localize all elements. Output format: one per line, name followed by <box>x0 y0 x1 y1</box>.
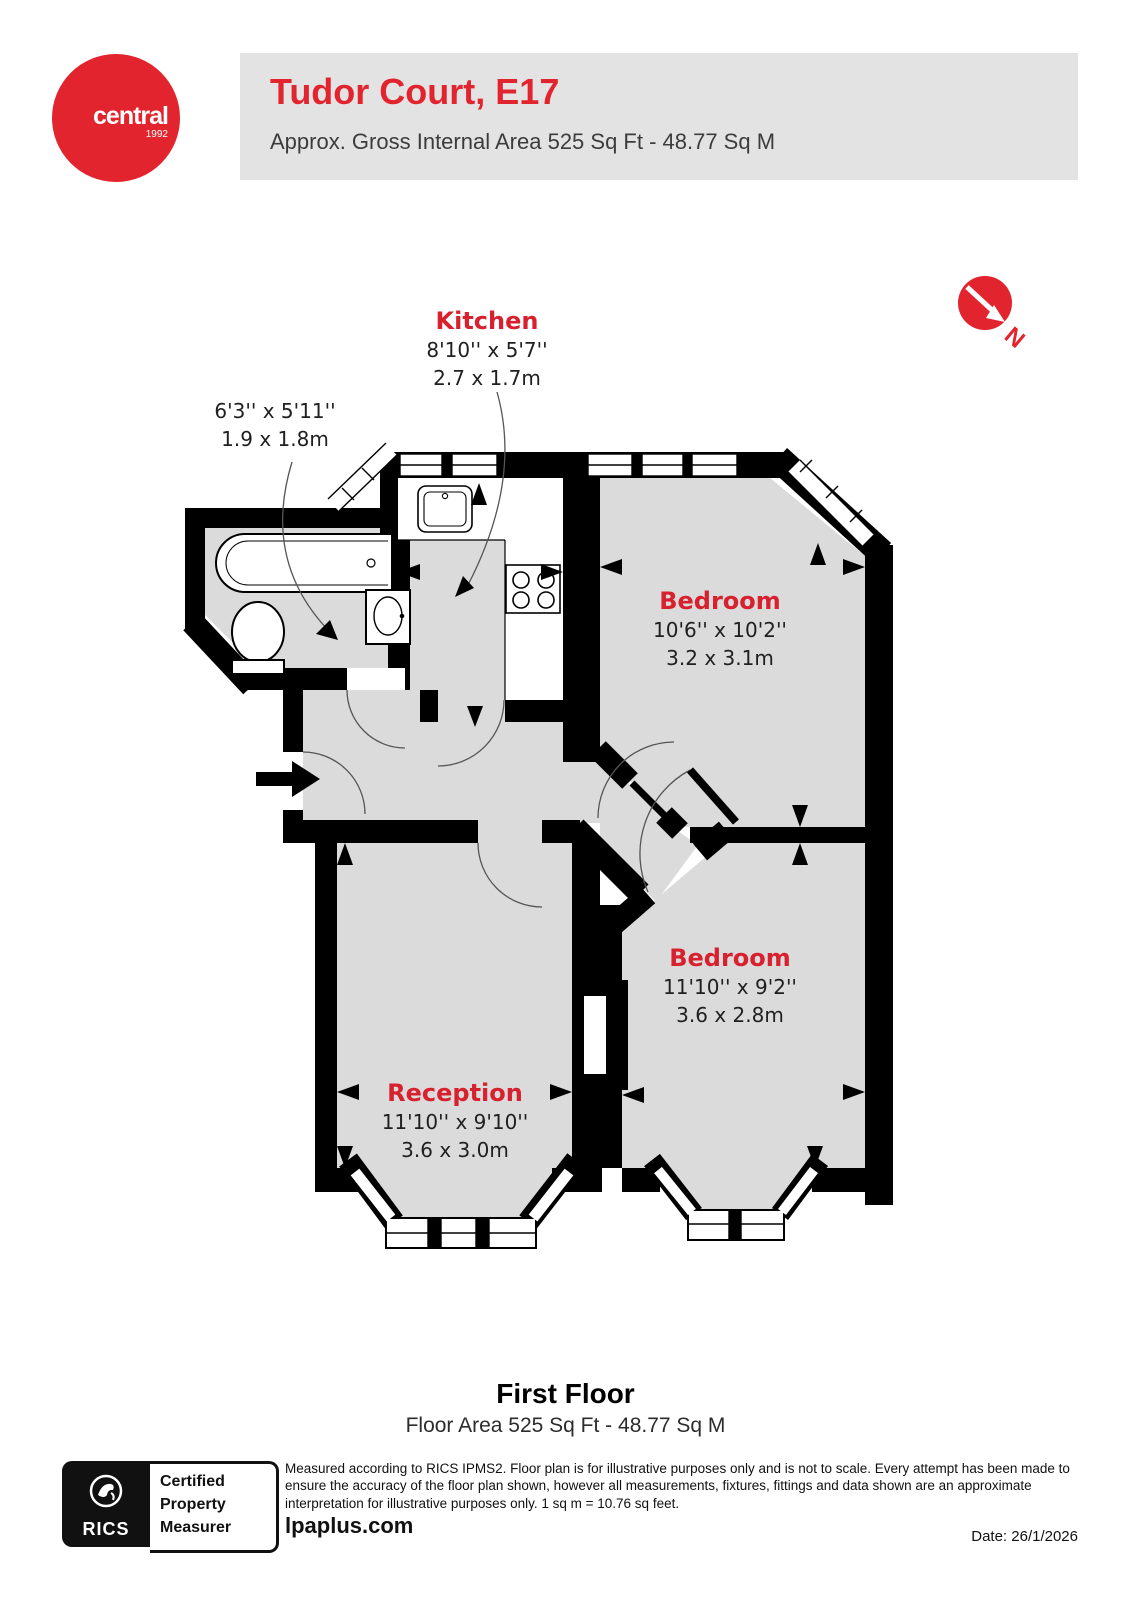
reception-dims-ft: 11'10'' x 9'10'' <box>381 1110 529 1135</box>
reception-dims-m: 3.6 x 3.0m <box>401 1137 509 1162</box>
bathroom-label: 6'3'' x 5'11'' 1.9 x 1.8m <box>175 398 375 453</box>
central-logo: central 1992 <box>52 54 180 182</box>
kitchen-window <box>399 453 498 477</box>
bedroom2-name: Bedroom <box>669 944 791 972</box>
bedroom1-dims-ft: 10'6'' x 10'2'' <box>653 618 787 643</box>
basin <box>365 589 411 645</box>
bedroom2-dims-m: 3.6 x 2.8m <box>676 1002 784 1027</box>
measure-arrows <box>337 483 865 1168</box>
leader-arrowheads <box>316 576 474 640</box>
bedroom1-dims-m: 3.2 x 3.1m <box>666 645 774 670</box>
toilet <box>231 601 285 675</box>
page-title: Tudor Court, E17 <box>270 71 560 112</box>
badge-line2: Property <box>160 1496 226 1514</box>
compass-icon: N <box>958 276 1030 354</box>
reception-bay-windows <box>350 1168 574 1249</box>
room-floors <box>205 478 865 1218</box>
logo-text: central <box>93 102 169 130</box>
bedroom1-name: Bedroom <box>659 587 781 615</box>
rics-badge: RICS Certified Property Measurer <box>62 1461 279 1553</box>
bathroom-dims-m: 1.9 x 1.8m <box>221 426 329 451</box>
kitchen-label: Kitchen 8'10'' x 5'7'' 2.7 x 1.7m <box>387 306 587 392</box>
bedroom2-door-leaf <box>687 767 739 825</box>
door-arcs <box>302 689 691 908</box>
bedroom1-floor <box>600 478 865 827</box>
reception-name: Reception <box>387 1079 523 1107</box>
logo-year: 1992 <box>145 129 168 140</box>
kitchen-sink <box>417 485 473 533</box>
bedroom2-bay-windows <box>654 1166 818 1241</box>
bedroom1-corner-window <box>787 459 875 547</box>
windows <box>327 442 875 1249</box>
compass-n-label: N <box>999 322 1030 354</box>
entry-arrow <box>256 761 320 797</box>
kitchen-name: Kitchen <box>435 307 539 335</box>
bedroom2-bay-floor <box>660 1168 812 1212</box>
reception-bay-floor <box>363 1168 556 1218</box>
rics-lion-icon <box>89 1474 123 1508</box>
reception-floor <box>337 843 572 1168</box>
website-text: lpaplus.com <box>285 1513 414 1538</box>
bedroom1-label: Bedroom 10'6'' x 10'2'' 3.2 x 3.1m <box>620 586 820 672</box>
bedroom2-label: Bedroom 11'10'' x 9'2'' 3.6 x 2.8m <box>620 943 840 1029</box>
reception-label: Reception 11'10'' x 9'10'' 3.6 x 3.0m <box>345 1078 565 1164</box>
bedroom2-dims-ft: 11'10'' x 9'2'' <box>663 975 797 1000</box>
rics-brand-label: RICS <box>82 1519 130 1539</box>
kitchen-dims-ft: 8'10'' x 5'7'' <box>426 338 548 363</box>
bedroom1-door-wall <box>590 741 688 839</box>
bathtub <box>214 533 393 593</box>
badge-line1: Certified <box>160 1473 225 1490</box>
floor-caption: First Floor Floor Area 525 Sq Ft - 48.77… <box>0 1378 1131 1438</box>
leader-lines <box>282 391 506 631</box>
badge-line3: Measurer <box>160 1519 232 1537</box>
kitchen-corner-window <box>327 442 398 512</box>
bathroom-dims-ft: 6'3'' x 5'11'' <box>214 399 336 423</box>
bedroom1-windows <box>587 453 738 477</box>
floor-title: First Floor <box>496 1378 635 1409</box>
date-text: Date: 26/1/2026 <box>971 1528 1078 1545</box>
bedroom2-floor <box>622 843 865 1168</box>
page-subtitle: Approx. Gross Internal Area 525 Sq Ft - … <box>270 129 776 154</box>
header-band: Tudor Court, E17 Approx. Gross Internal … <box>240 53 1078 180</box>
kitchen-dims-m: 2.7 x 1.7m <box>433 365 541 390</box>
floor-area: Floor Area 525 Sq Ft - 48.77 Sq M <box>405 1414 726 1437</box>
disclaimer-text: Measured according to RICS IPMS2. Floor … <box>285 1461 1070 1511</box>
